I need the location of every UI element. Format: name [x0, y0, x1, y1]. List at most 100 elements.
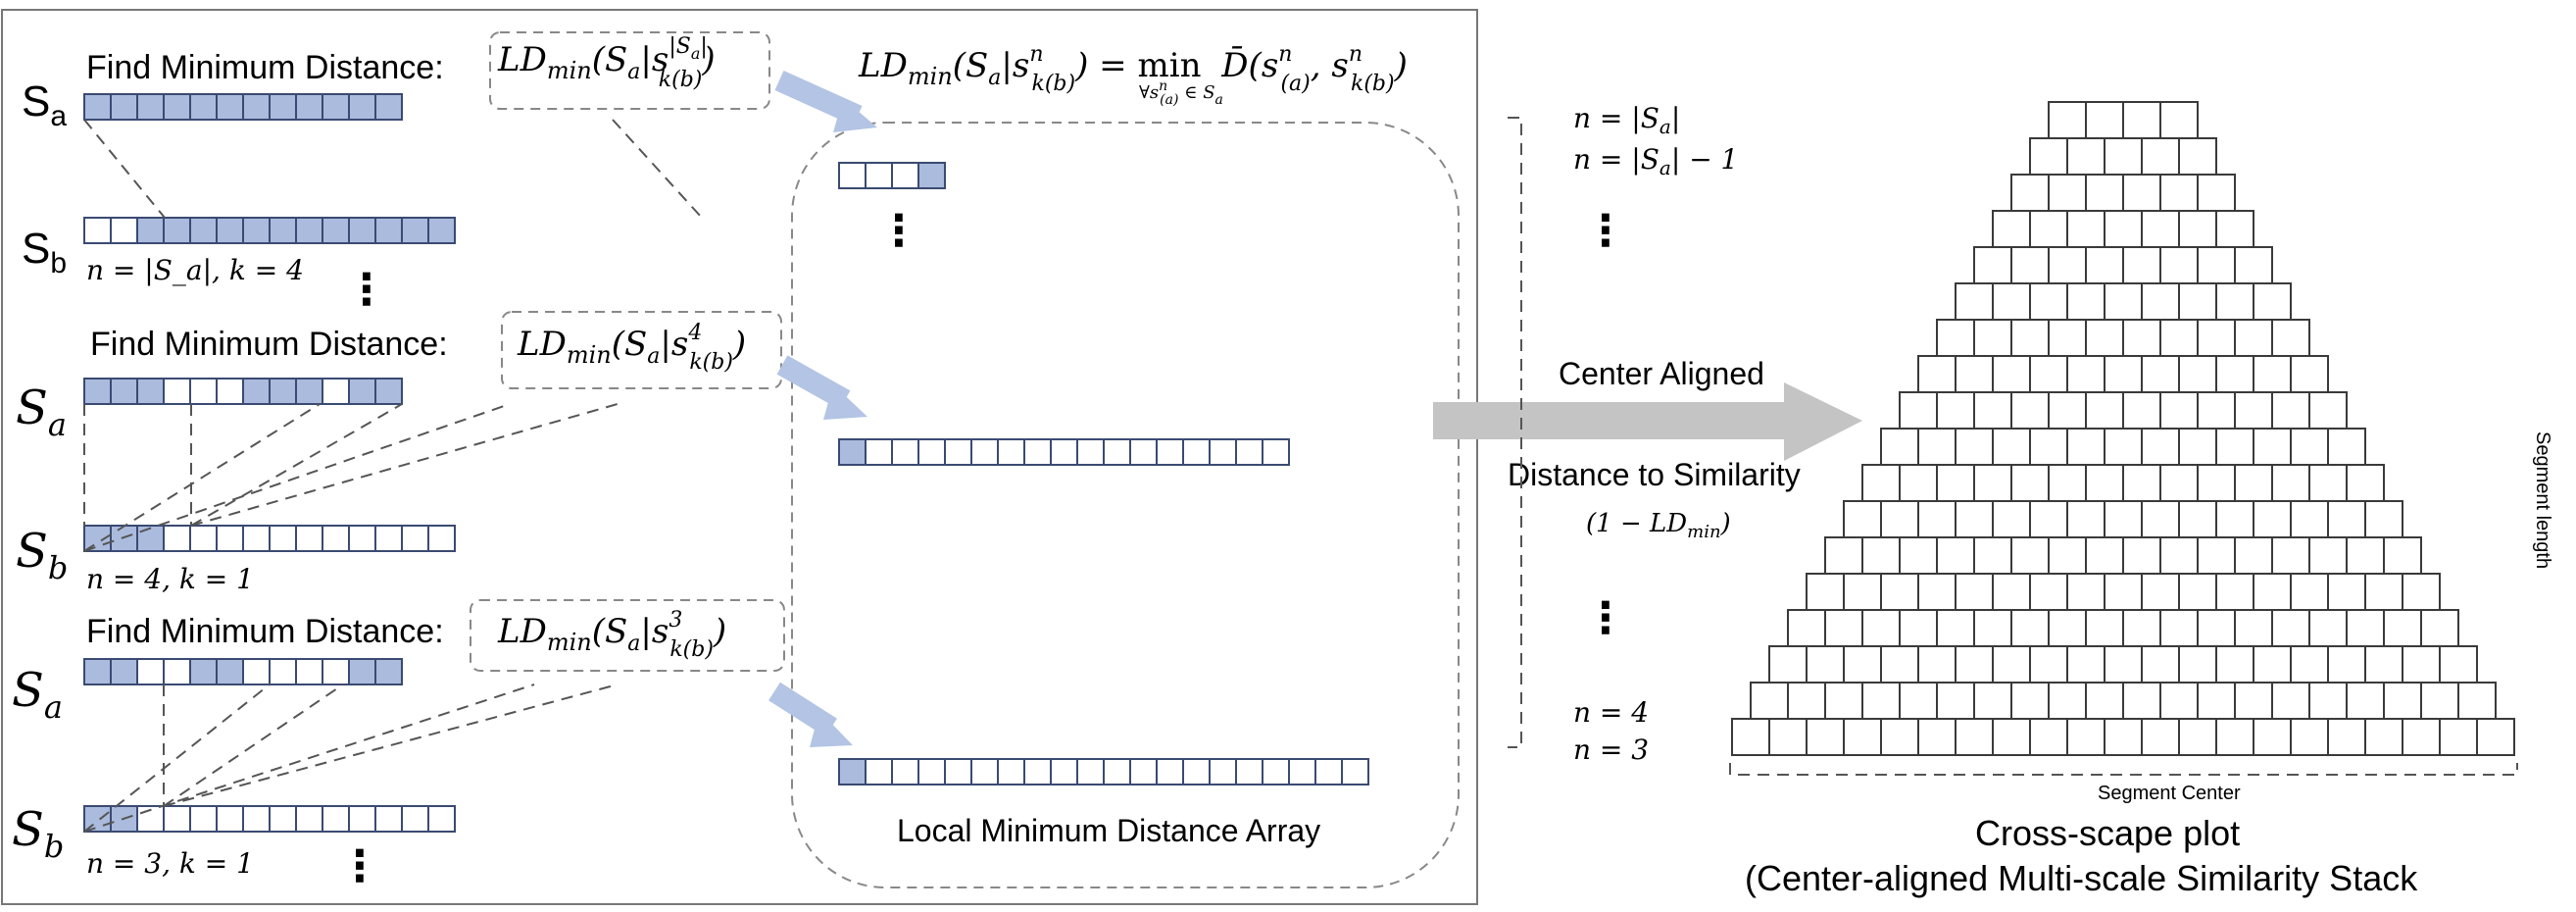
- arr2-cell: [1050, 438, 1078, 466]
- pyramid-cell: [2234, 536, 2273, 575]
- pyramid-cell: [2066, 137, 2105, 176]
- arr1-cell: [865, 162, 893, 189]
- params-1: n = |S_a|, k = 4: [86, 254, 304, 286]
- pyramid-cell: [2010, 174, 2050, 212]
- pyramid-cell: [2066, 282, 2105, 321]
- connector-line: [163, 684, 619, 807]
- arr2-cell: [891, 438, 919, 466]
- pyramid-cell: [1861, 464, 1901, 502]
- pyramid-cell: [2048, 101, 2087, 139]
- pyramid-cell: [2159, 391, 2199, 430]
- pyramid-cell: [2104, 137, 2143, 176]
- sa3-cell: [83, 658, 112, 685]
- pyramid-cell: [2178, 428, 2217, 466]
- array-row-1: [838, 162, 946, 189]
- row-label-2: n = |Sa| − 1: [1573, 143, 1738, 179]
- pyramid-cell: [2141, 282, 2180, 321]
- pyramid-cell: [2234, 464, 2273, 502]
- pyramid-cell: [1768, 645, 1808, 684]
- segment-length-bracket: [1508, 117, 1522, 748]
- arr3-cell: [1103, 758, 1131, 785]
- sb3-cell: [295, 805, 323, 833]
- sb1-cell: [83, 217, 112, 244]
- arr2-cell: [997, 438, 1025, 466]
- pyramid-cell: [2402, 718, 2441, 756]
- arr2-cell: [1103, 438, 1131, 466]
- pyramid-cell: [2066, 573, 2105, 611]
- sa1-cell: [295, 93, 323, 121]
- pyramid-cell: [2327, 428, 2366, 466]
- pyramid-cell: [1973, 391, 2012, 430]
- pyramid-cell: [1731, 718, 1770, 756]
- pyramid-cell: [2141, 573, 2180, 611]
- pyramid-cell: [1936, 319, 1975, 357]
- pyramid-cell: [2085, 464, 2124, 502]
- pyramid-cell: [2215, 355, 2254, 393]
- pyramid-cell: [1936, 609, 1975, 647]
- sa1-cell: [269, 93, 297, 121]
- pyramid-cell: [2104, 282, 2143, 321]
- sb1-cell: [189, 217, 218, 244]
- pyramid-cell: [2234, 319, 2273, 357]
- pyramid-cell: [2215, 573, 2254, 611]
- sa-row-3: [83, 658, 403, 685]
- big-arrow-head: [1784, 382, 1862, 461]
- pyramid-cell: [2010, 609, 2050, 647]
- pyramid-cell: [2253, 428, 2292, 466]
- pyramid-cell: [2346, 464, 2385, 502]
- row-label-n3: n = 3: [1573, 734, 1649, 766]
- pyramid-cell: [2346, 609, 2385, 647]
- connector-line: [190, 403, 619, 527]
- pyramid-cell: [2066, 500, 2105, 538]
- pyramid-cell: [2178, 573, 2217, 611]
- ellipsis-3: ⋮: [338, 842, 381, 890]
- find-label-2: Find Minimum Distance:: [90, 326, 448, 363]
- sb-label-1: Sb: [22, 225, 67, 279]
- pyramid-cell: [2178, 718, 2217, 756]
- pyramid-cell: [2066, 355, 2105, 393]
- pyramid-cell: [2159, 682, 2199, 720]
- sb3-cell: [348, 805, 376, 833]
- sb1-cell: [401, 217, 429, 244]
- pyramid-cell: [1917, 500, 1957, 538]
- sa1-cell: [216, 93, 244, 121]
- arr3-cell: [944, 758, 972, 785]
- sb2-cell: [83, 525, 112, 552]
- pyramid-cell: [1880, 500, 1919, 538]
- pyramid-cell: [2029, 210, 2068, 248]
- arr1-cell: [838, 162, 867, 189]
- arr1-cell: [917, 162, 946, 189]
- connector-line: [190, 403, 403, 527]
- pyramid-cell: [2104, 500, 2143, 538]
- pyramid-cell: [1973, 609, 2012, 647]
- array-caption: Local Minimum Distance Array: [897, 813, 1320, 848]
- pyramid-cell: [1973, 464, 2012, 502]
- pyramid-stack: [1731, 101, 2515, 756]
- pyramid-cell: [1880, 645, 1919, 684]
- arr2-cell: [944, 438, 972, 466]
- formula-box-1: [489, 31, 770, 110]
- array-ellipsis: ⋮: [877, 207, 920, 255]
- big-arrow: [1433, 382, 1862, 461]
- pyramid-cell: [1768, 718, 1808, 756]
- pyramid-cell: [2420, 609, 2459, 647]
- pyramid-cell: [1787, 682, 1826, 720]
- center-aligned-label: Center Aligned: [1559, 356, 1764, 391]
- sb1-cell: [163, 217, 191, 244]
- pyramid-cell: [2066, 428, 2105, 466]
- sb3-cell: [269, 805, 297, 833]
- connector-line: [83, 403, 511, 552]
- pyramid-cell: [2066, 645, 2105, 684]
- pyramid-cell: [2010, 682, 2050, 720]
- pyramid-cell: [1917, 355, 1957, 393]
- row-ellipsis-2: ⋮: [1584, 594, 1627, 642]
- pyramid-cell: [2327, 500, 2366, 538]
- arr2-cell: [1235, 438, 1263, 466]
- pyramid-cell: [2364, 718, 2403, 756]
- pyramid-cell: [2271, 391, 2310, 430]
- sa1-cell: [189, 93, 218, 121]
- sa2-cell: [216, 378, 244, 405]
- arr2-cell: [1156, 438, 1184, 466]
- sb2-cell: [427, 525, 456, 552]
